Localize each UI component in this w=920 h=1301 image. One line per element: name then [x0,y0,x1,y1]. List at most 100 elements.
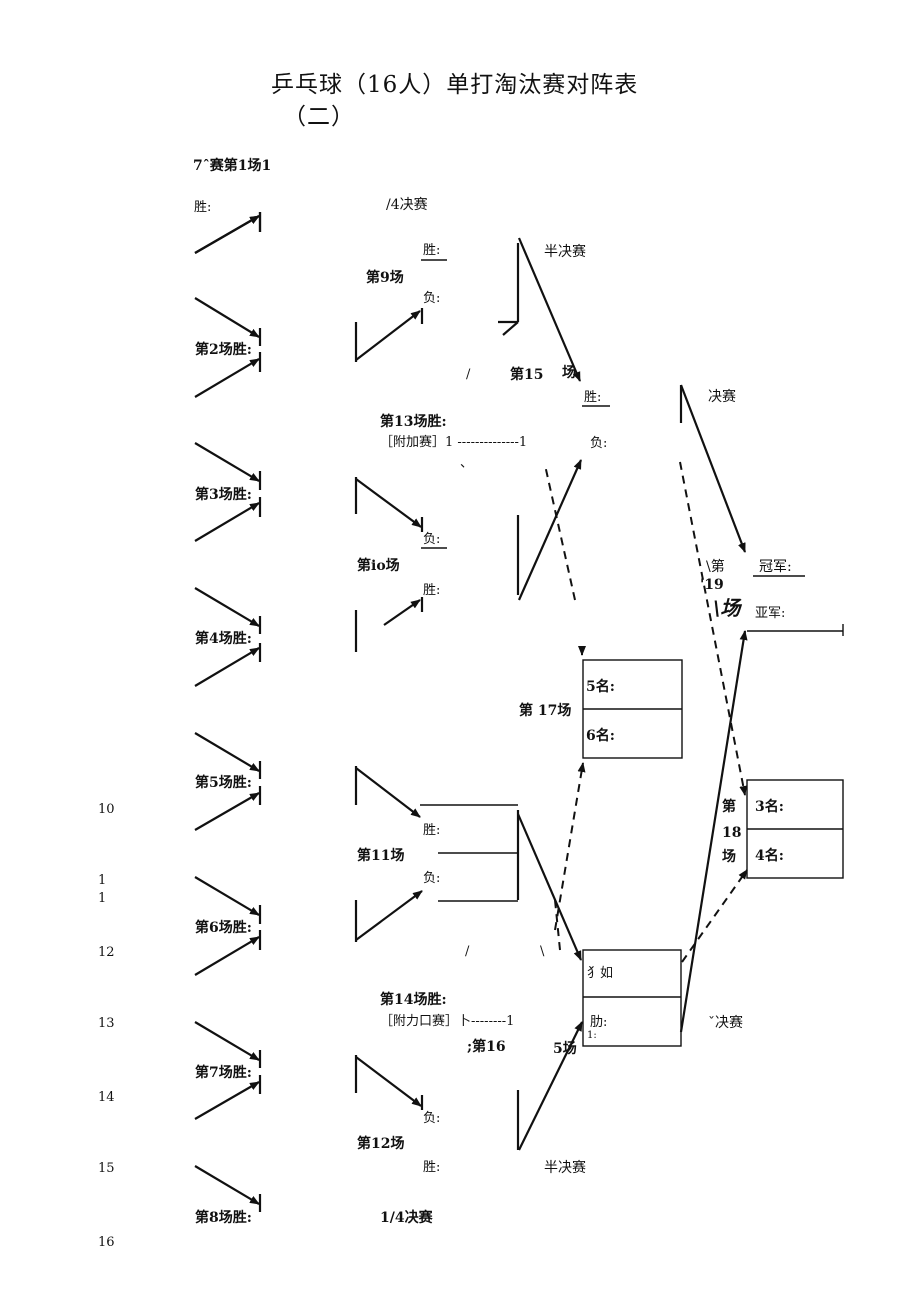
round1-arrow [194,647,260,687]
match4-label: 第4场胜: [195,631,252,647]
match15-suffix: 场 [562,365,576,381]
match15-lose: 负: [590,436,608,451]
match11-name: 第11场 [357,848,405,864]
page-title: 乒乓球（16人）单打淘汰赛对阵表 [271,72,639,98]
loser-path [681,869,748,963]
match11-win: 胜: [423,823,441,838]
match5-label: 第5场胜: [195,775,252,791]
match13-label: 第13场胜: [380,414,447,430]
match12-win: 胜: [423,1160,441,1175]
match14-backslash: \ [540,944,545,959]
runner-up-label: 亚军: [755,606,786,621]
quarterfinal-label-bottom: 1/4决赛 [380,1210,433,1226]
final-label-bottom: ˇ决赛 [708,1015,743,1031]
match19-number: '19 [700,577,724,593]
match18-b: 18 [722,825,742,841]
loser-path [544,464,576,601]
match16-suffix: 5场 [553,1041,577,1057]
match16-name: ;第16 [467,1039,506,1055]
final-label-top: 决赛 [708,389,736,405]
match16-box [582,949,682,1047]
match14-label: 第14场胜: [380,992,447,1008]
round1-arrow [194,936,260,976]
sf-tick [502,321,519,336]
match14-note: ［附力口赛］卜--------1 [380,1014,515,1029]
win-label-top: 胜: [194,200,212,215]
round1-arrow [194,876,260,916]
match9-win: 胜: [423,243,441,258]
round1-arrow [194,587,260,627]
seat-number: 1 [98,891,107,906]
sf-arrow [518,1021,583,1151]
seat-number: 12 [98,945,115,960]
match10-lose: 负: [423,532,441,547]
match18-a: 第 [722,799,736,815]
seat-number: 15 [98,1161,115,1176]
match16-box-bottom: 肋: [590,1015,608,1030]
final-arrow [679,384,747,553]
round1-arrow [194,358,260,398]
match12-name: 第12场 [357,1136,405,1152]
quarterfinal-label-top: /4决赛 [386,197,428,213]
round1-arrow [194,1021,260,1061]
match13-tick: 、 [460,456,474,471]
page-subtitle: （二） [283,104,355,130]
match19-suffix: \场 [713,596,741,620]
round1-arrow [194,297,260,338]
match11-lose: 负: [423,871,441,886]
match10-name: 第io场 [357,558,400,574]
round1-arrow [194,215,260,254]
sf-arrow [517,237,582,382]
seat-number: 16 [98,1235,115,1250]
match18-c: 场 [722,849,736,865]
match10-win: 胜: [423,583,441,598]
match15-win: 胜: [584,390,602,405]
qf-arrow [355,1056,422,1107]
round1-arrow [194,1165,260,1205]
seat-number: 14 [98,1090,115,1105]
sf-arrow [516,813,583,961]
match15-name: 第15 [510,367,544,383]
round1-arrow [194,732,260,772]
semifinal-label-bottom: 半决赛 [544,1160,586,1176]
sf-arrow [517,459,583,601]
qf-arrow [355,890,423,941]
header-note: 7ˆ赛第1场1 [193,158,272,174]
match9-lose: 负: [423,291,441,306]
qf-arrow [355,767,421,818]
fourth-place-label: 4名: [755,848,784,864]
match15-slash: / [466,367,471,382]
match19-prefix: \第 [706,559,725,575]
match16-box-small: 1: [587,1030,597,1041]
seat-number: 1 [98,873,107,888]
round1-arrow [194,792,260,831]
qf-arrow [355,478,422,528]
seat-number: 13 [98,1016,115,1031]
qf-arrow [383,599,421,626]
sixth-place-label: 6名: [586,728,615,744]
match16-box-top: 犭如 [587,966,614,981]
match3-label: 第3场胜: [195,487,252,503]
match13-note: ［附加赛］1 --------------1 [380,435,528,450]
qf-arrow [355,310,421,361]
loser-path [554,762,586,931]
match7-label: 第7场胜: [195,1065,252,1081]
champion-label: 冠军: [759,559,792,575]
match8-label: 第8场胜: [195,1210,252,1226]
match9-name: 第9场 [366,270,404,286]
match17-name: 第 17场 [519,703,572,719]
match12-lose: 负: [423,1111,441,1126]
semifinal-label-top: 半决赛 [544,244,586,260]
match14-slash: / [465,944,470,959]
loser-path [679,461,748,796]
third-place-label: 3名: [755,799,784,815]
round1-arrow [194,1081,260,1120]
match6-label: 第6场胜: [195,920,252,936]
round1-arrow [194,442,260,482]
round1-arrow [194,502,260,542]
final-arrow [679,630,748,1033]
fifth-place-label: 5名: [586,679,615,695]
match2-label: 第2场胜: [195,342,252,358]
seat-number: 10 [98,802,115,817]
